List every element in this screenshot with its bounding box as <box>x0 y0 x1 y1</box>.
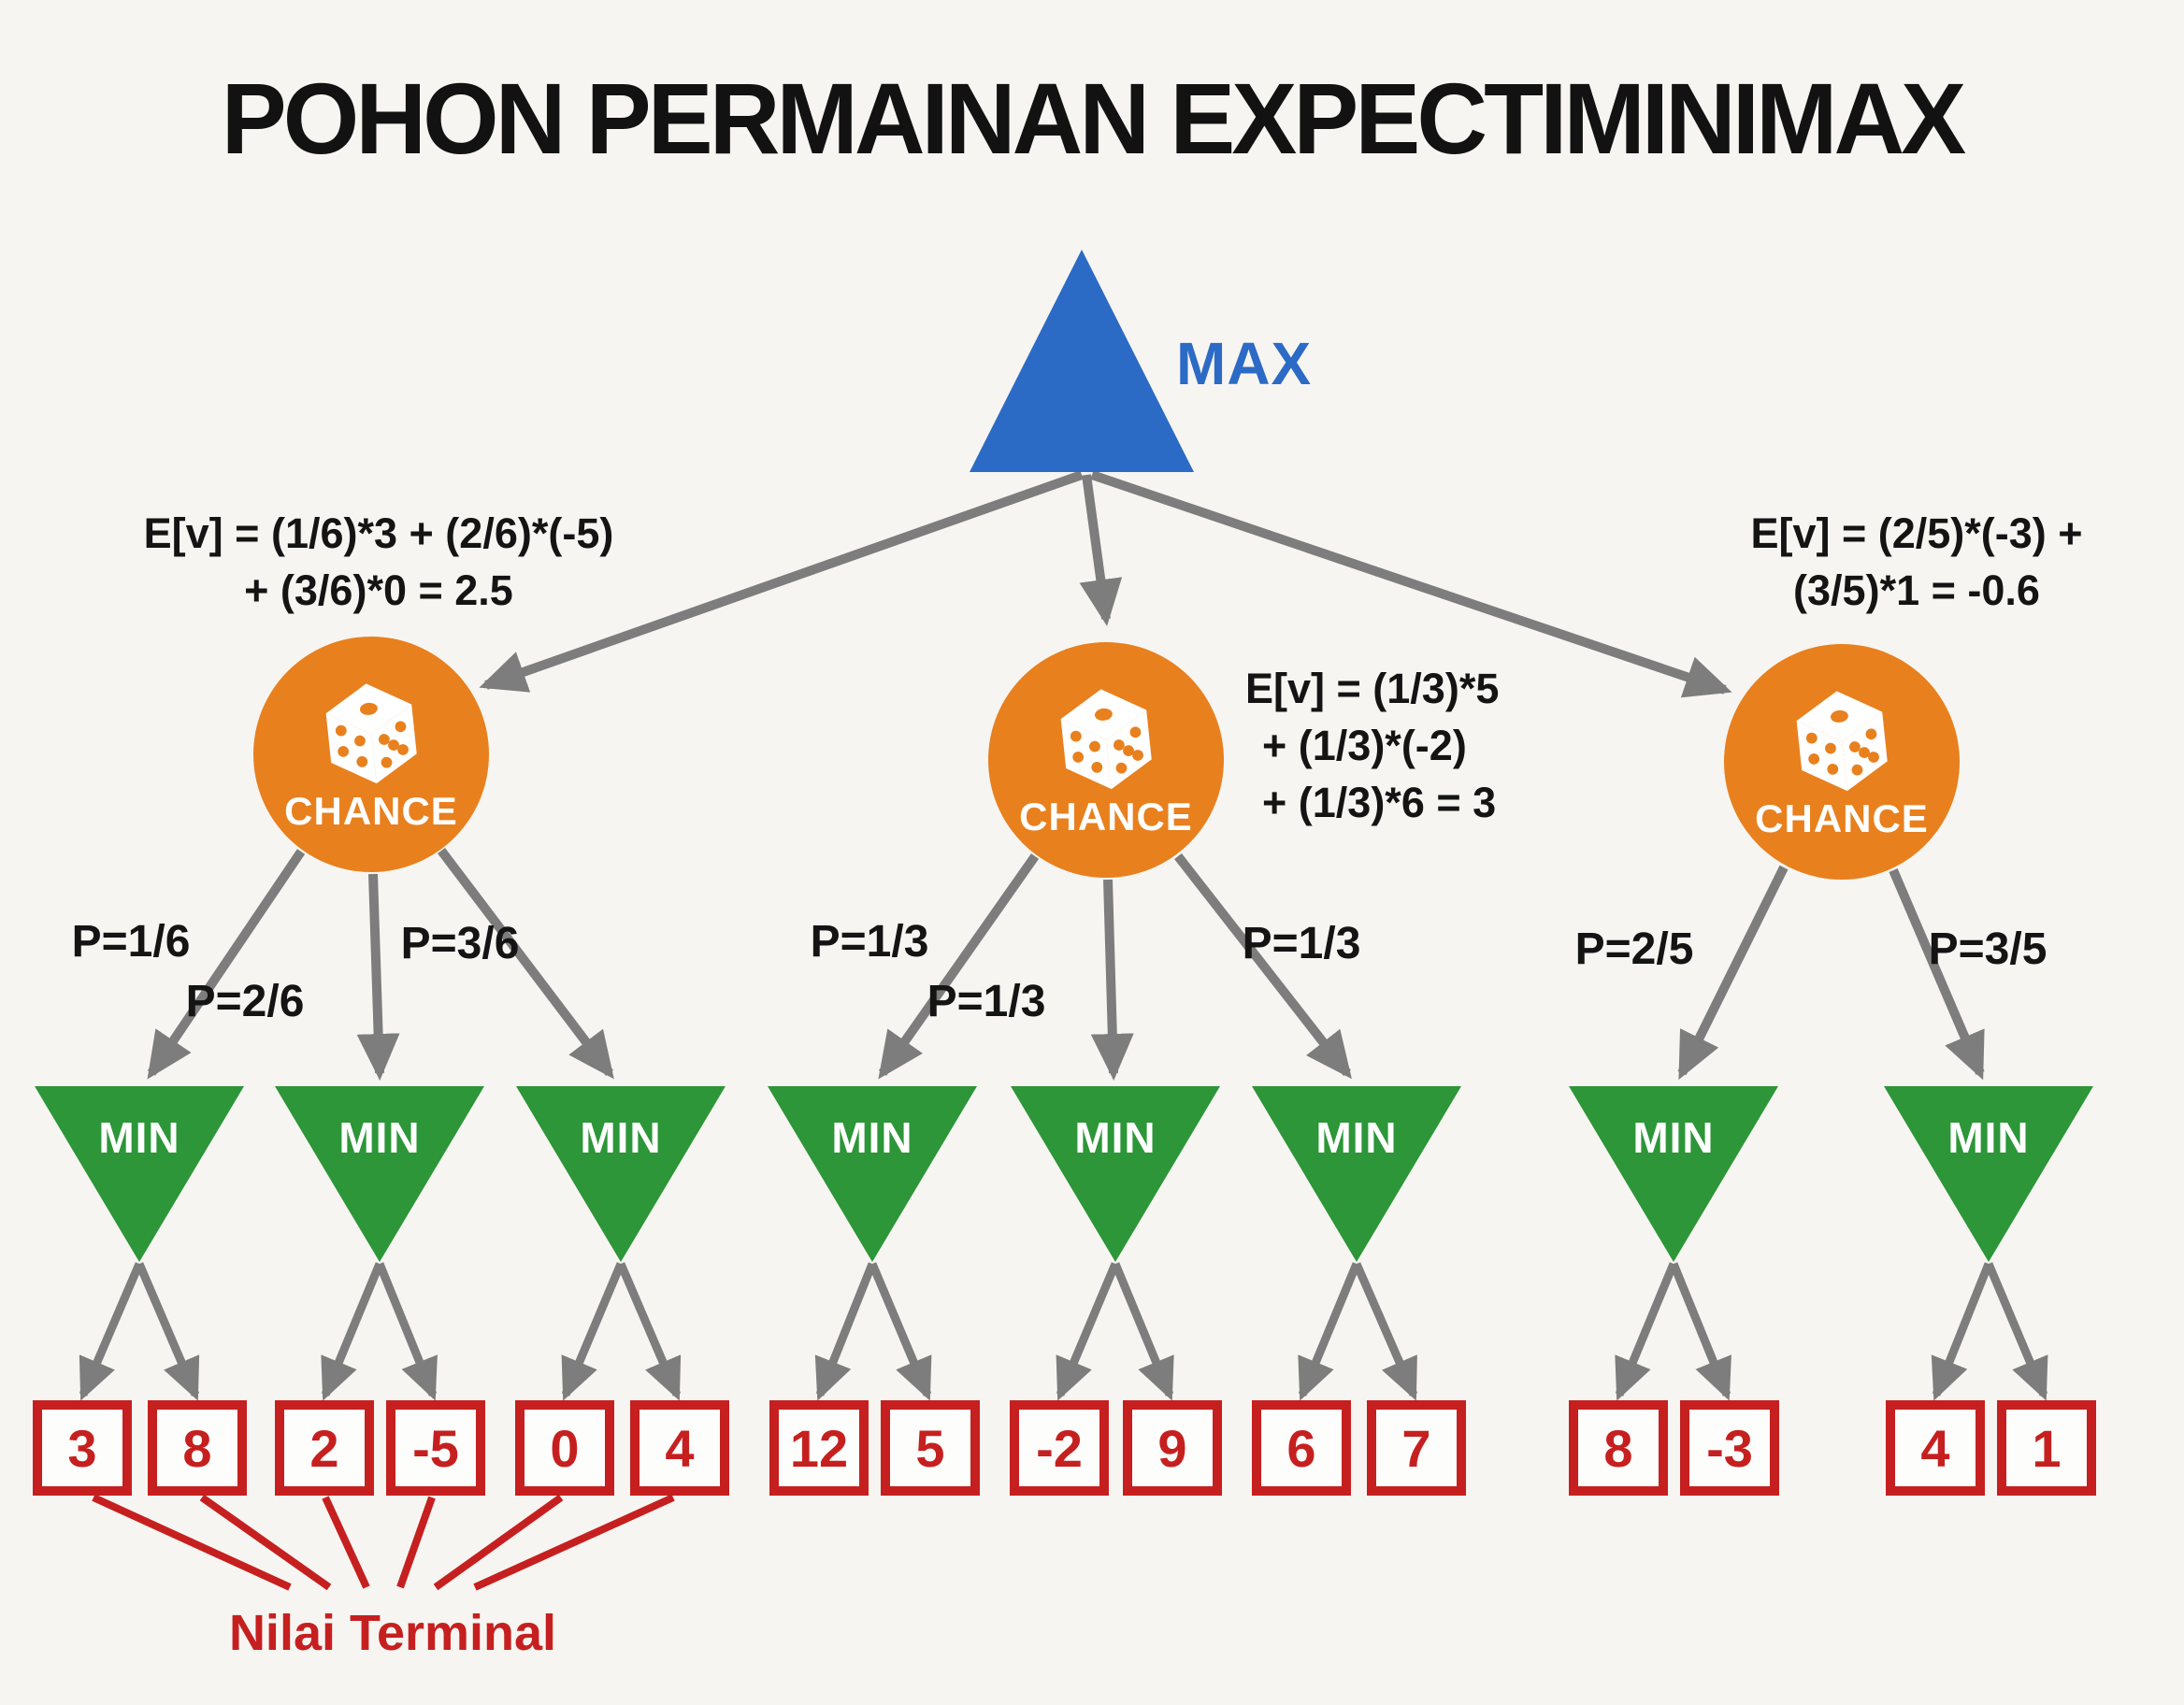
terminal-box-5: 0 <box>515 1400 614 1496</box>
terminal-callout-lines <box>92 1494 675 1591</box>
chance-node-left: CHANCE <box>253 637 489 872</box>
annotation-line: E[v] = (1/6)*3 + (2/6)*(-5) <box>143 509 614 557</box>
terminal-box-4: -5 <box>386 1400 485 1496</box>
annotation-line: + (1/3)*6 = 3 <box>1262 779 1497 826</box>
terminal-box-7: 12 <box>769 1400 869 1496</box>
max-to-chance-arrows <box>479 470 1732 698</box>
dice-icon <box>1796 691 1888 792</box>
probability-label-3: P=3/6 <box>400 919 520 968</box>
chance-node-right: CHANCE <box>1724 644 1960 880</box>
min-node-label: MIN <box>1947 1113 2030 1162</box>
terminal-box-15: 4 <box>1886 1400 1985 1496</box>
min-node-label: MIN <box>831 1113 913 1162</box>
chance-node-label: CHANCE <box>284 789 458 833</box>
annotation-line: + (1/3)*(-2) <box>1262 722 1467 769</box>
terminal-box-16: 1 <box>1997 1400 2096 1496</box>
nilai-terminal-label: Nilai Terminal <box>228 1605 557 1661</box>
terminal-box-13: 8 <box>1569 1400 1668 1496</box>
probability-label-8: P=3/5 <box>1928 924 2048 974</box>
expected-value-annotation-middle: E[v] = (1/3)*5 + (1/3)*(-2) + (1/3)*6 = … <box>1245 660 1499 831</box>
dice-icon <box>1060 689 1152 790</box>
annotation-line: E[v] = (1/3)*5 <box>1245 665 1500 712</box>
terminal-box-3: 2 <box>275 1400 374 1496</box>
page-title: POHON PERMAINAN EXPECTIMINIMAX <box>221 62 1966 175</box>
dice-icon <box>325 683 417 784</box>
probability-label-6: P=1/3 <box>1242 919 1361 968</box>
terminal-box-1: 3 <box>33 1400 132 1496</box>
min-node-label: MIN <box>1074 1113 1157 1162</box>
max-node-label: MAX <box>1176 330 1313 397</box>
min-node-label: MIN <box>98 1113 180 1162</box>
annotation-line: + (3/6)*0 = 2.5 <box>244 566 513 614</box>
min-node-label: MIN <box>1632 1113 1715 1162</box>
terminal-box-10: 9 <box>1123 1400 1222 1496</box>
terminal-box-9: -2 <box>1010 1400 1109 1496</box>
terminal-box-11: 6 <box>1252 1400 1351 1496</box>
terminal-box-2: 8 <box>148 1400 247 1496</box>
expected-value-annotation-right: E[v] = (2/5)*(-3) + (3/5)*1 = -0.6 <box>1674 505 2160 619</box>
terminal-box-8: 5 <box>881 1400 980 1496</box>
expected-value-annotation-left: E[v] = (1/6)*3 + (2/6)*(-5) + (3/6)*0 = … <box>75 505 682 619</box>
chance-node-label: CHANCE <box>1755 796 1929 840</box>
chance-node-middle: CHANCE <box>988 642 1224 878</box>
terminal-box-12: 7 <box>1367 1400 1466 1496</box>
probability-label-5: P=1/3 <box>927 977 1046 1026</box>
chance-node-label: CHANCE <box>1019 795 1193 838</box>
probability-label-1: P=1/6 <box>71 917 191 967</box>
min-node-label: MIN <box>338 1113 421 1162</box>
probability-label-4: P=1/3 <box>810 917 929 967</box>
min-node-label: MIN <box>1315 1113 1398 1162</box>
min-node-label: MIN <box>580 1113 662 1162</box>
probability-label-2: P=2/6 <box>185 977 305 1026</box>
terminal-box-6: 4 <box>630 1400 729 1496</box>
annotation-line: E[v] = (2/5)*(-3) + <box>1750 509 2083 557</box>
probability-label-7: P=2/5 <box>1574 924 1694 974</box>
annotation-line: (3/5)*1 = -0.6 <box>1793 566 2040 614</box>
chance-to-min-arrows <box>147 847 1985 1081</box>
terminal-box-14: -3 <box>1680 1400 1779 1496</box>
min-to-terminal-arrows <box>79 1262 2048 1401</box>
